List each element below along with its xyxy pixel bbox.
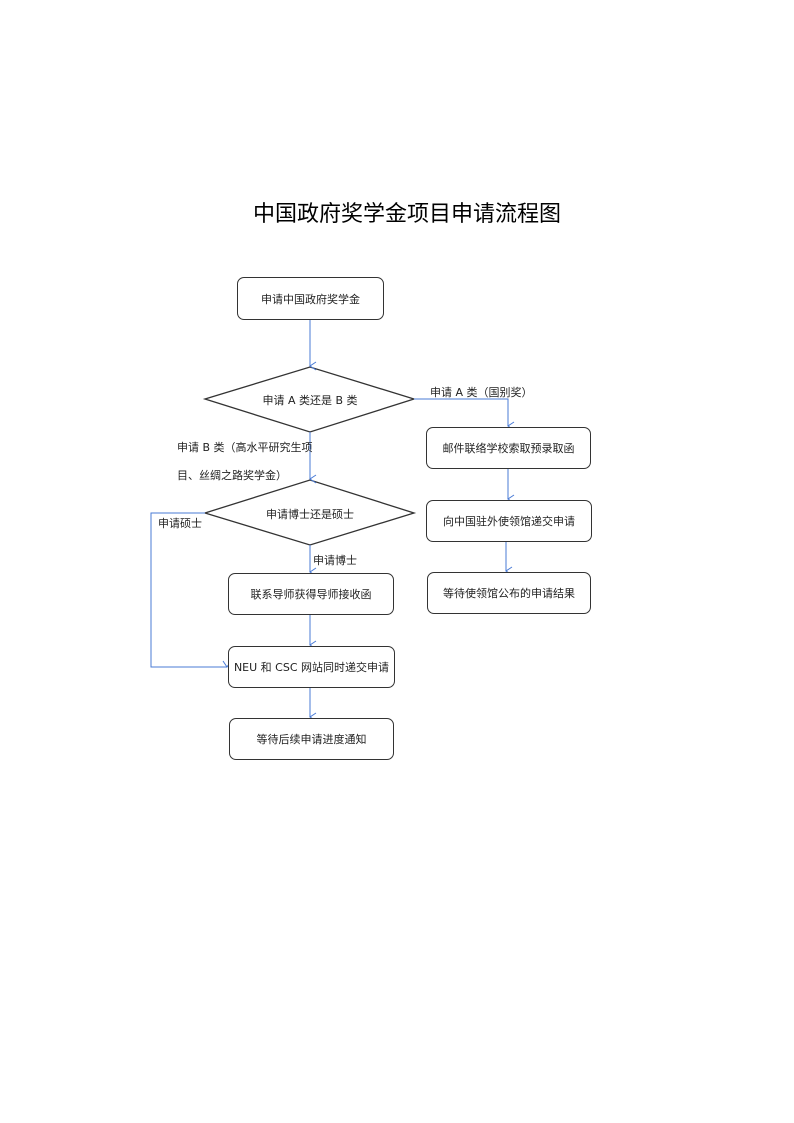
start-node: 申请中国政府奖学金 xyxy=(237,277,384,320)
wait-progress-node: 等待后续申请进度通知 xyxy=(229,718,394,760)
wait-embassy-node: 等待使领馆公布的申请结果 xyxy=(427,572,591,614)
submit-online-node: NEU 和 CSC 网站同时递交申请 xyxy=(228,646,395,688)
email-school-node: 邮件联络学校索取预录取函 xyxy=(426,427,591,469)
phd-label: 申请博士 xyxy=(313,554,357,567)
submit-embassy-node: 向中国驻外使领馆递交申请 xyxy=(426,500,592,542)
decision-degree-label: 申请博士还是硕士 xyxy=(266,508,354,521)
type-b-label-line2: 目、丝绸之路奖学金） xyxy=(177,469,287,482)
arrow-type-a xyxy=(414,398,515,431)
decision-degree-diamond xyxy=(202,479,417,546)
arrow-masters xyxy=(150,512,232,668)
type-b-label-line1: 申请 B 类（高水平研究生项 xyxy=(177,441,313,454)
contact-supervisor-node: 联系导师获得导师接收函 xyxy=(228,573,394,615)
decision-ab-label: 申请 A 类还是 B 类 xyxy=(262,394,358,407)
masters-label: 申请硕士 xyxy=(158,517,202,530)
type-a-label: 申请 A 类（国别奖） xyxy=(430,386,533,399)
page-title: 中国政府奖学金项目申请流程图 xyxy=(252,202,561,227)
